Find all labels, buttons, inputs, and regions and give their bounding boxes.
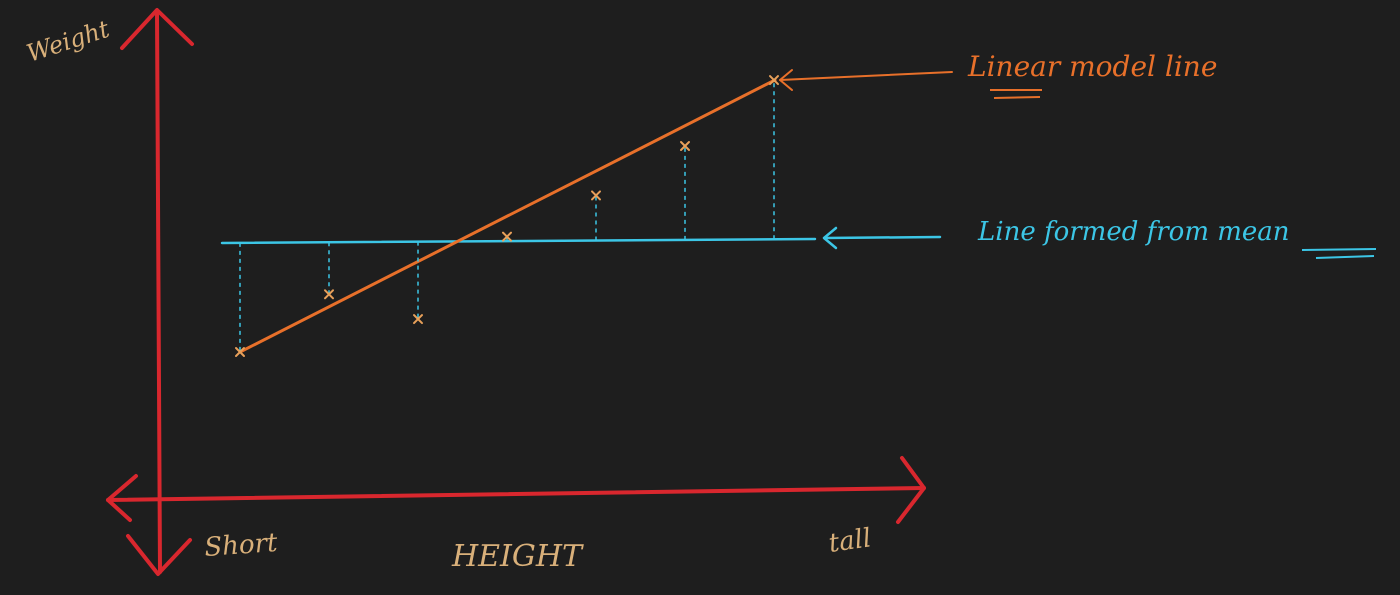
linear-model-line — [238, 78, 777, 354]
model-line-label: Linear model line — [967, 50, 1217, 99]
mean-line-label: Line formed from mean — [977, 217, 1377, 259]
x-axis — [106, 456, 926, 524]
model-line-label-text: Linear model line — [967, 50, 1217, 83]
x-axis-label: HEIGHT — [451, 539, 584, 574]
data-point — [502, 231, 512, 242]
residual-lines — [239, 80, 775, 352]
data-point — [235, 347, 245, 357]
data-point — [324, 289, 334, 300]
model-annotation-arrow — [779, 69, 953, 91]
y-axis — [120, 8, 194, 576]
data-point — [680, 141, 690, 151]
x-axis-min-label: Short — [203, 528, 279, 563]
x-axis-arrowhead-left — [106, 474, 138, 522]
y-axis-arrowhead-bottom — [126, 534, 192, 576]
y-axis-label: Weight — [23, 15, 113, 68]
x-axis-max-label: tall — [827, 523, 873, 559]
y-axis-arrowhead-top — [120, 8, 194, 50]
mean-line — [220, 237, 817, 245]
mean-annotation-arrow — [822, 226, 942, 250]
data-point — [591, 190, 601, 201]
data-point — [413, 314, 423, 325]
data-points — [235, 75, 779, 357]
data-point — [769, 75, 779, 86]
x-axis-arrowhead-right — [896, 456, 926, 524]
mean-line-label-text: Line formed from mean — [977, 217, 1290, 247]
